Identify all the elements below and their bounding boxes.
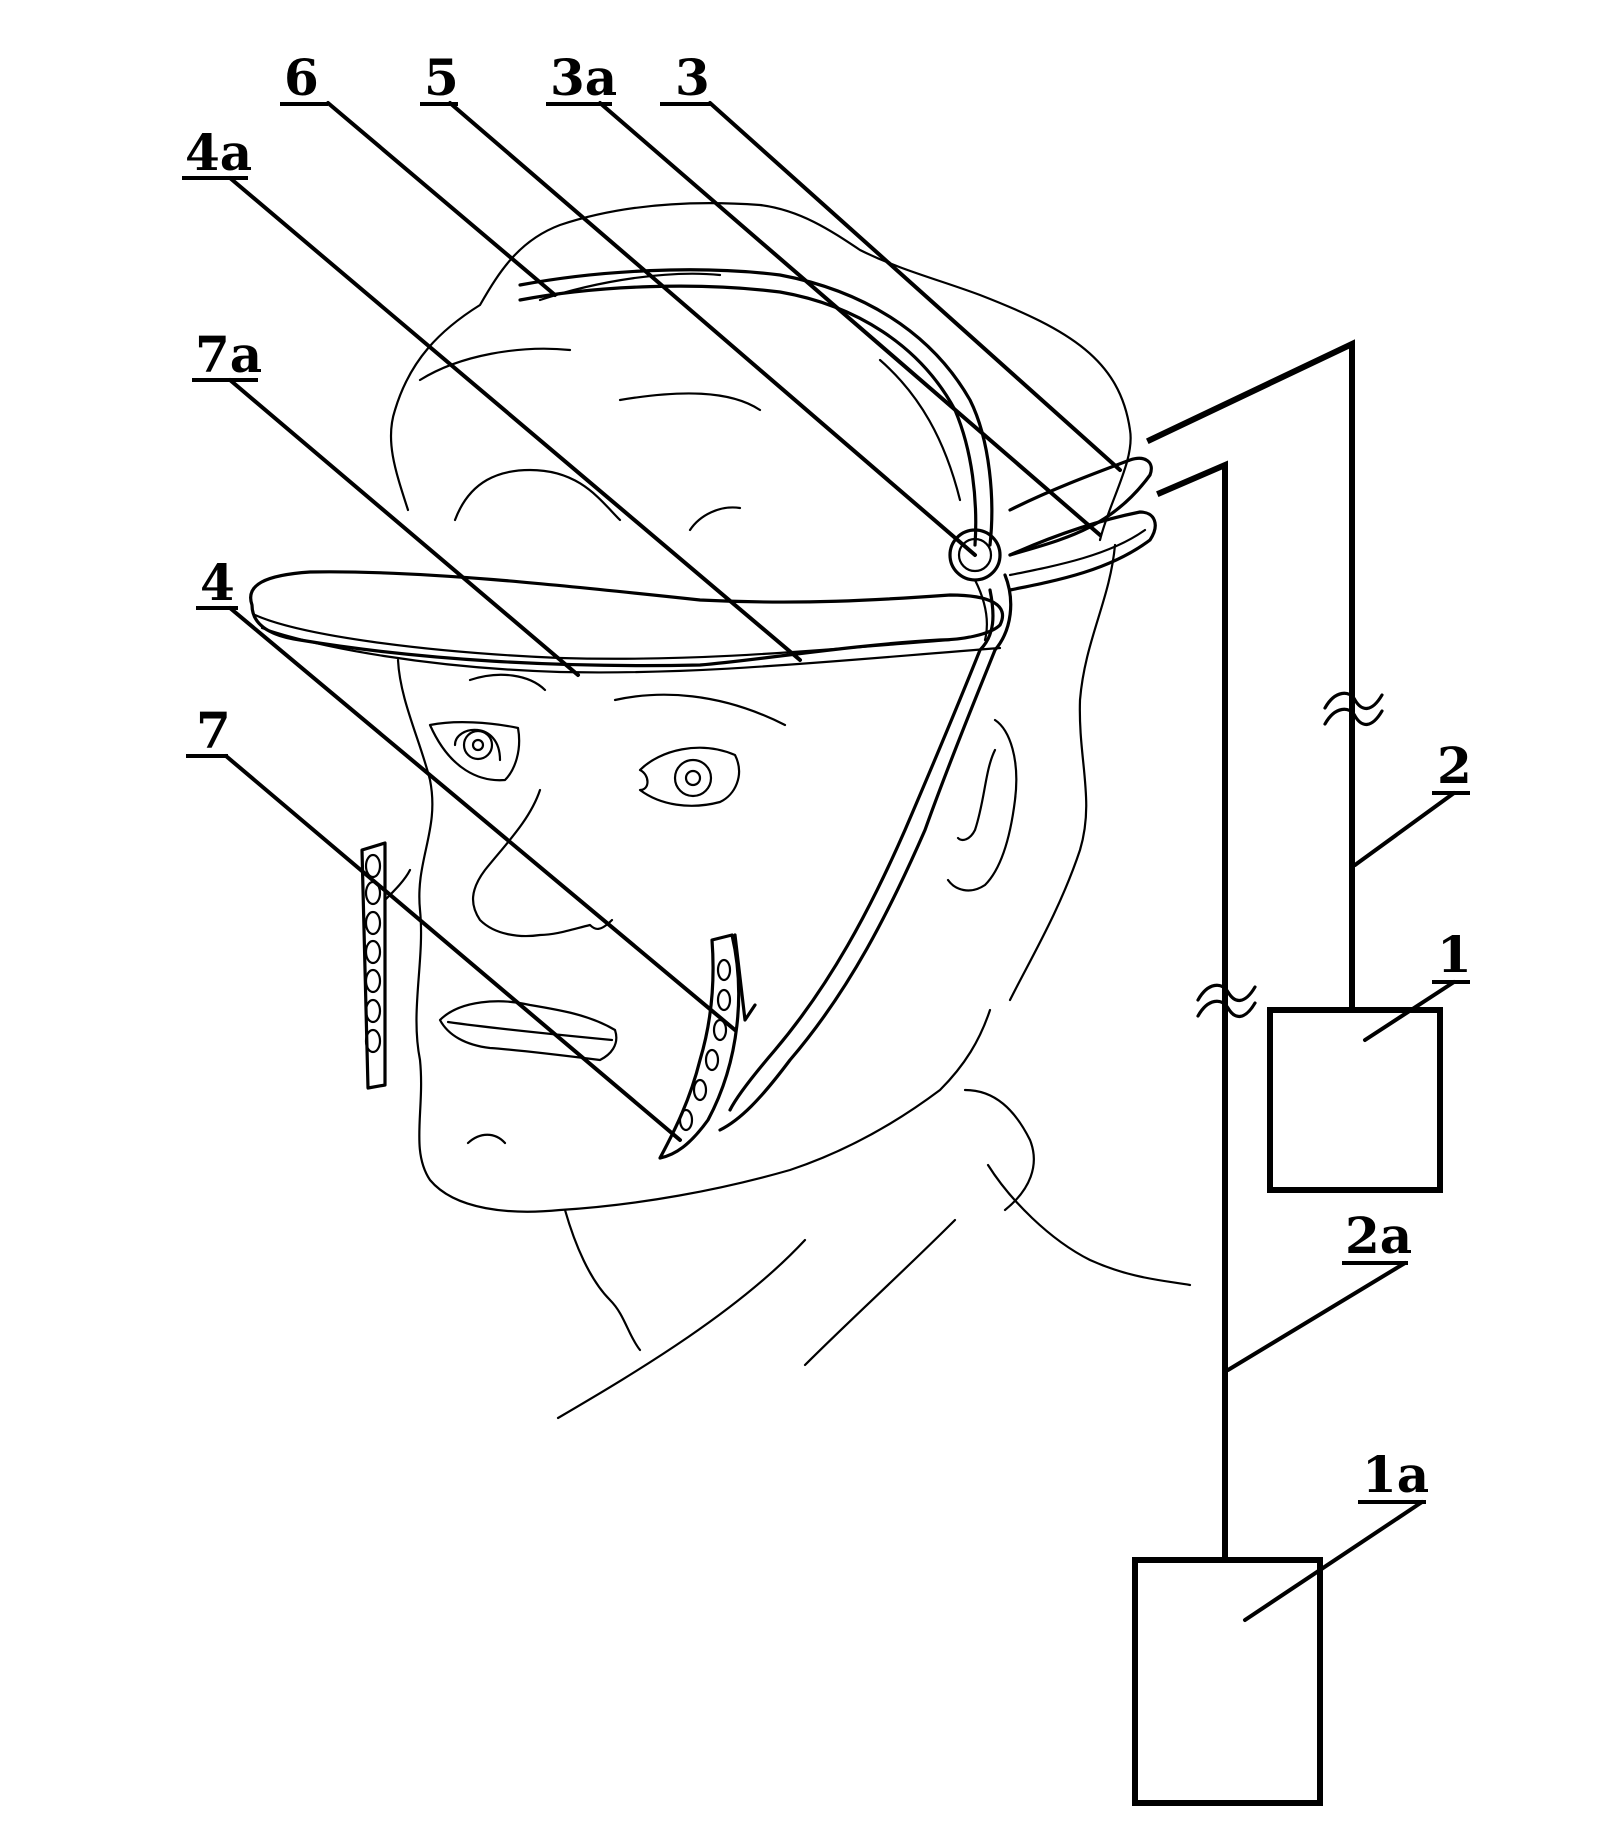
plate-7a-arm	[733, 933, 757, 1022]
label-3a: 3a	[550, 48, 617, 107]
brim-lower-line	[260, 626, 1002, 674]
head-back-outline	[1008, 543, 1117, 1002]
head-hair-strand	[418, 347, 572, 382]
leader-3	[708, 101, 1122, 472]
left-eye-lid	[453, 728, 502, 762]
right-eye-outline	[638, 746, 741, 807]
ear-inner	[956, 748, 997, 841]
leader-1	[1363, 980, 1456, 1042]
head-hair-strand	[453, 468, 622, 522]
strap-3a-inner	[1008, 528, 1147, 577]
left-eye-outline	[428, 721, 521, 782]
plate-7a-body	[658, 933, 741, 1160]
leader-1a	[1243, 1500, 1424, 1622]
collar-line	[803, 1218, 957, 1367]
plate-7-wire	[383, 868, 412, 902]
lip-line	[446, 1020, 614, 1042]
head-hair-strand	[688, 506, 742, 532]
cable-2a	[1156, 460, 1257, 1563]
plate-7a-hole	[692, 1078, 708, 1102]
label-7: 7	[196, 701, 231, 760]
label-5: 5	[424, 48, 459, 107]
leader-2	[1353, 791, 1456, 867]
head-hair-outline	[389, 202, 1132, 542]
leader-3a	[598, 101, 1102, 537]
plate-7-hole	[364, 998, 382, 1024]
right-eye-iris	[673, 758, 713, 798]
left-eye-pupil	[471, 738, 485, 752]
cable-2a-break	[1196, 983, 1257, 1002]
plate-7-hole	[364, 1028, 382, 1054]
cable-2a-break	[1196, 999, 1257, 1018]
leader-2a	[1226, 1261, 1407, 1372]
neck-back	[963, 1088, 1035, 1212]
chin-mark	[466, 1133, 507, 1145]
unit-1a-box	[1132, 1557, 1323, 1806]
nose-outline	[472, 788, 614, 938]
electrode-plate-7	[360, 841, 412, 1090]
face-outline	[396, 658, 992, 1213]
plate-7-hole	[364, 853, 382, 879]
collar-line	[556, 1238, 807, 1420]
plate-7a-hole	[704, 1048, 720, 1072]
crown-band-outer	[518, 268, 994, 547]
plate-7a-hole	[716, 988, 732, 1012]
label-2a: 2a	[1345, 1206, 1412, 1265]
head-hair-strand	[618, 392, 762, 412]
leader-5	[448, 101, 977, 557]
leader-lines	[224, 101, 1456, 1622]
plate-7a-hole	[716, 958, 732, 982]
reference-labels: 6 5 3a 3 4a 7a 4 7 2 1 2a 1a	[182, 48, 1472, 1504]
head-brim	[249, 570, 1005, 668]
cable-2-break	[1323, 707, 1384, 726]
label-2: 2	[1437, 736, 1472, 795]
side-arm-connector	[973, 578, 989, 642]
leader-7	[224, 754, 682, 1142]
pivot-joint-inner	[957, 537, 993, 573]
plate-7-hole	[364, 968, 382, 994]
label-6: 6	[284, 48, 319, 107]
label-1a: 1a	[1362, 1445, 1429, 1504]
electrode-plate-7a	[658, 933, 757, 1160]
leader-7a	[228, 378, 580, 677]
leader-4a	[228, 176, 802, 662]
plate-7-hole	[364, 939, 382, 965]
neck-line	[986, 1163, 1192, 1287]
label-1: 1	[1437, 925, 1472, 984]
left-eye-iris	[462, 729, 494, 761]
plate-7-hole	[364, 910, 382, 936]
label-4: 4	[200, 553, 235, 612]
strap-3	[1008, 456, 1153, 557]
crown-band-inner-2	[878, 358, 962, 502]
head-drawing	[389, 202, 1192, 1420]
side-arm-outer	[718, 573, 1013, 1132]
right-eyebrow	[613, 693, 787, 727]
leader-6	[326, 101, 557, 297]
side-arm-inner	[728, 588, 995, 1112]
headgear	[249, 268, 1157, 1132]
label-3: 3	[675, 48, 710, 107]
label-4a: 4a	[185, 123, 252, 182]
plate-7a-hole	[678, 1108, 694, 1132]
left-eyebrow	[468, 673, 547, 692]
neck-front	[563, 1208, 642, 1352]
label-7a: 7a	[195, 325, 262, 384]
unit-1-box	[1267, 1007, 1443, 1193]
cable-2	[1146, 339, 1384, 1008]
cable-2a-line	[1156, 460, 1228, 1563]
cable-2-break	[1323, 691, 1384, 710]
crown-band-inner	[518, 284, 978, 547]
cable-2-line	[1146, 339, 1355, 1008]
leader-4	[228, 606, 737, 1032]
right-eye-pupil	[684, 769, 702, 787]
strap-3a	[1008, 510, 1157, 592]
ear-outline	[946, 718, 1018, 892]
